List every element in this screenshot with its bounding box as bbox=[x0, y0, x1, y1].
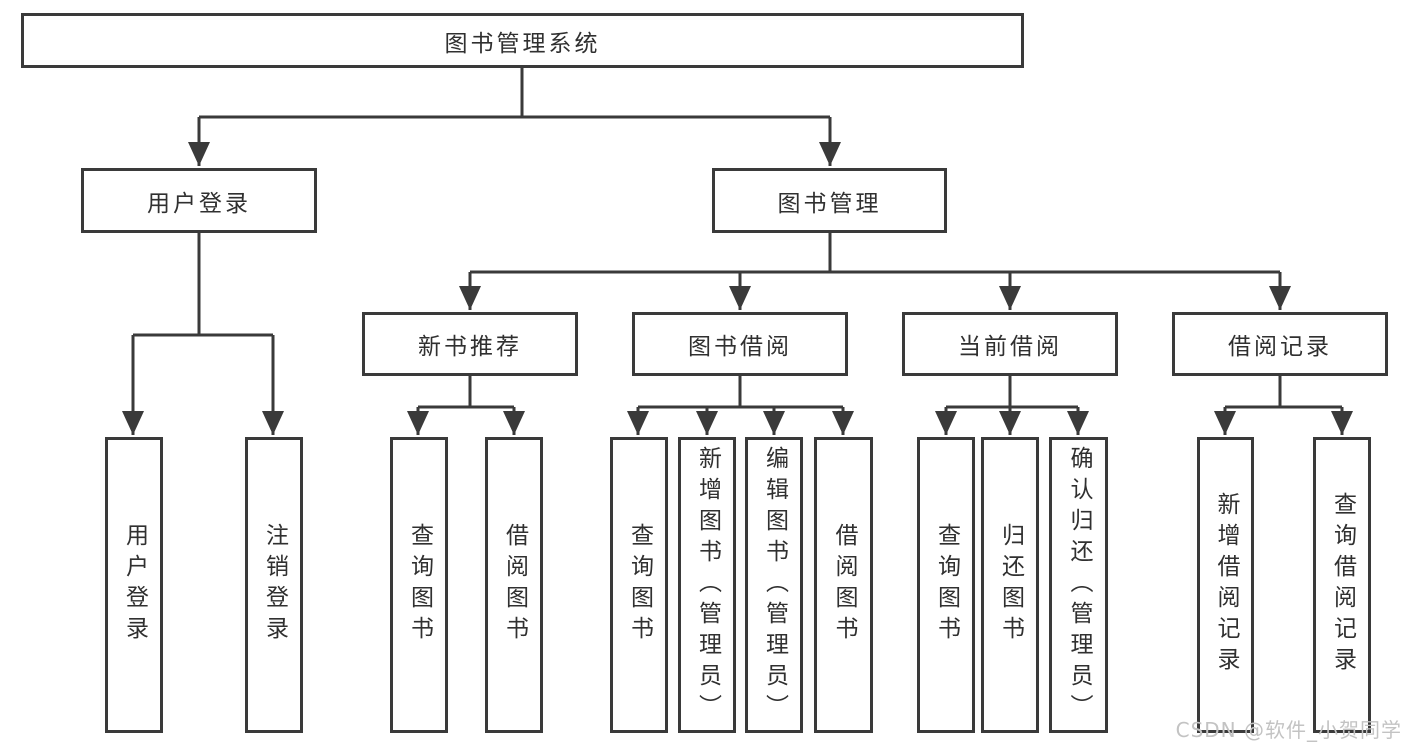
node-library-system: 图书管理系统 bbox=[21, 13, 1024, 68]
leaf-add-book-admin: 新增图书（管理员） bbox=[678, 437, 736, 733]
leaf-confirm-return-admin: 确认归还（管理员） bbox=[1049, 437, 1108, 733]
leaf-user-login: 用户登录 bbox=[105, 437, 163, 733]
leaf-return-books: 归还图书 bbox=[981, 437, 1039, 733]
leaf-query-books-2: 查询图书 bbox=[610, 437, 668, 733]
node-new-book-recommend: 新书推荐 bbox=[362, 312, 578, 376]
leaf-borrow-books-2: 借阅图书 bbox=[814, 437, 873, 733]
leaf-query-books-3: 查询图书 bbox=[917, 437, 975, 733]
leaf-query-borrow-record: 查询借阅记录 bbox=[1313, 437, 1371, 733]
csdn-watermark: CSDN @软件_小贺同学 bbox=[1175, 718, 1402, 742]
leaf-edit-book-admin: 编辑图书（管理员） bbox=[745, 437, 803, 733]
leaf-query-books-1: 查询图书 bbox=[390, 437, 448, 733]
node-borrowing-records: 借阅记录 bbox=[1172, 312, 1388, 376]
node-user-login: 用户登录 bbox=[81, 168, 317, 233]
leaf-add-borrow-record: 新增借阅记录 bbox=[1197, 437, 1254, 733]
leaf-logout-login: 注销登录 bbox=[245, 437, 303, 733]
node-book-borrowing: 图书借阅 bbox=[632, 312, 848, 376]
node-current-borrowing: 当前借阅 bbox=[902, 312, 1118, 376]
node-book-management: 图书管理 bbox=[712, 168, 947, 233]
leaf-borrow-books-1: 借阅图书 bbox=[485, 437, 543, 733]
